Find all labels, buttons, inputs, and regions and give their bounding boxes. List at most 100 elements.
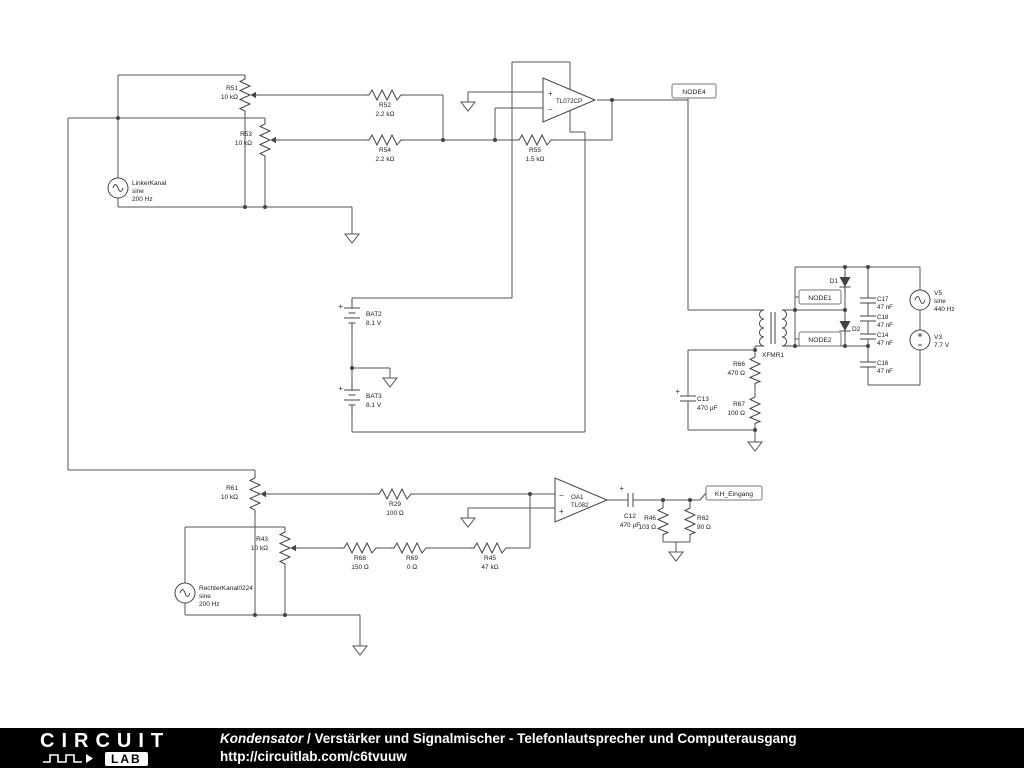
resistor-r46[interactable]: R46 103 Ω [638,504,669,538]
label-vright-wave: sine [199,593,211,600]
label-r53-value: 10 kΩ [235,140,252,147]
label-oa1-name: OA1 [571,494,584,501]
net-flag-node2[interactable]: NODE2 [798,331,842,347]
net-flag-node4[interactable]: NODE4 [671,83,717,99]
label-d1-name: D1 [830,278,839,285]
opamp-oa1[interactable]: − + OA1 TL082 [554,477,608,523]
opamp-tl072cp[interactable]: + − TL072CP [542,77,596,123]
label-r54-value: 2.2 kΩ [376,156,395,163]
capacitor-c12[interactable]: + C12 470 µF [619,484,640,529]
schematic-title: Kondensator / Verstärker und Signalmisch… [220,731,797,747]
label-r43-value: 10 kΩ [251,545,268,552]
label-r61-name: R61 [226,485,238,492]
label-node2: NODE2 [808,337,832,344]
label-r54-name: R54 [379,147,391,154]
net-flag-kh-eingang[interactable]: KH_Eingang [705,485,763,501]
label-r68-value: 150 Ω [351,564,369,571]
resistor-r62[interactable]: R62 90 Ω [684,504,711,538]
capacitor-c13[interactable]: + C13 470 µF [675,387,717,412]
potentiometer-r51[interactable]: R51 10 kΩ [221,74,260,116]
resistor-r55[interactable]: R55 1.5 kΩ [514,134,556,163]
label-r45-name: R45 [484,555,496,562]
capacitor-c14[interactable]: C14 47 nF [859,332,893,347]
battery-bat2[interactable]: + BAT2 8.1 V [338,299,382,332]
label-r68-name: R68 [354,555,366,562]
label-c12-name: C12 [624,513,636,520]
ground-symbol[interactable] [460,95,476,112]
diode-d1[interactable]: D1 [830,271,851,295]
ground-symbol[interactable] [460,511,476,528]
potentiometer-r43[interactable]: R43 10 kΩ [251,527,300,569]
label-v3-value: 7.7 V [934,342,950,349]
label-c13-name: C13 [697,396,709,403]
label-r51-value: 10 kΩ [221,94,238,101]
label-bat2-value: 8.1 V [366,320,382,327]
oa1-plus-mark: + [559,507,564,516]
source-v3[interactable]: V3 7.7 V [909,329,950,351]
label-c14-value: 47 nF [877,340,893,347]
net-flag-node1[interactable]: NODE1 [798,289,842,305]
label-u1-name: TL072CP [556,98,582,105]
potentiometer-r61[interactable]: R61 10 kΩ [221,473,270,515]
label-r67-name: R67 [733,401,745,408]
ground-symbol[interactable] [668,545,684,562]
capacitor-c18[interactable]: C18 47 nF [859,314,893,329]
label-r62-value: 90 Ω [697,524,711,531]
resistor-r68[interactable]: R68 150 Ω [339,542,381,571]
battery-bat3[interactable]: + BAT3 8.1 V [338,381,382,414]
ground-symbol[interactable] [382,371,398,388]
label-vright-freq: 200 Hz [199,601,220,608]
label-c18-name: C18 [877,314,889,321]
c12-plus-mark: + [619,484,624,493]
title-collection: Kondensator [220,730,304,746]
potentiometer-r53[interactable]: R53 10 kΩ [235,119,280,161]
label-r69-name: R69 [406,555,418,562]
resistor-r69[interactable]: R69 0 Ω [389,542,431,571]
label-node1: NODE1 [808,295,832,302]
resistor-r54[interactable]: R54 2.2 kΩ [364,134,406,163]
ground-symbol[interactable] [352,639,368,656]
resistor-r52[interactable]: R52 2.2 kΩ [364,89,406,118]
resistor-r45[interactable]: R45 47 kΩ [469,542,511,571]
label-r55-value: 1.5 kΩ [526,156,545,163]
label-v5-wave: sine [934,298,946,305]
bat2-plus-mark: + [338,302,343,311]
label-r61-value: 10 kΩ [221,494,238,501]
title-separator: / [303,730,315,746]
label-r51-name: R51 [226,85,238,92]
logo-text-lab: LAB [105,751,148,766]
diode-d2[interactable]: D2 [839,315,861,339]
ground-symbol[interactable] [344,227,360,244]
label-r46-value: 103 Ω [638,524,656,531]
logo-text-circuit: CIRCUIT [40,729,171,752]
ground-symbol[interactable] [747,435,763,452]
capacitor-c16[interactable]: C16 47 nF [859,360,893,375]
label-c16-name: C16 [877,360,889,367]
footer-bar: CIRCUIT LAB Kondensator / Verstärker und… [0,728,1024,768]
resistor-r66[interactable]: R66 470 Ω [727,353,761,387]
source-v5[interactable]: V5 sine 440 Hz [909,289,955,313]
opamp-plus-mark: + [548,89,553,98]
label-r53-name: R53 [240,131,252,138]
source-rechterkanal[interactable]: RechterKanal0224 sine 200 Hz [174,582,253,608]
label-vleft-name: LinkerKanal [132,180,167,187]
label-kh-eingang: KH_Eingang [715,491,753,498]
label-r46-name: R46 [644,515,656,522]
logo-bottom-row: LAB [42,751,200,766]
capacitor-c17[interactable]: C17 47 nF [859,296,893,311]
label-r52-value: 2.2 kΩ [376,111,395,118]
opamp-minus-mark: − [548,105,553,114]
resistor-r29[interactable]: R29 100 Ω [374,488,416,517]
label-c16-value: 47 nF [877,368,893,375]
label-c18-value: 47 nF [877,322,893,329]
label-r52-name: R52 [379,102,391,109]
source-linkerkanal[interactable]: LinkerKanal sine 200 Hz [107,177,167,203]
transformer-xfmr1[interactable]: XFMR1 [754,309,792,359]
label-v3-name: V3 [934,334,942,341]
label-vleft-freq: 200 Hz [132,196,153,203]
label-c13-value: 470 µF [697,405,717,412]
label-r29-value: 100 Ω [386,510,404,517]
resistor-r67[interactable]: R67 100 Ω [727,393,761,427]
label-c17-value: 47 nF [877,304,893,311]
schematic-url[interactable]: http://circuitlab.com/c6tvuuw [220,749,407,764]
